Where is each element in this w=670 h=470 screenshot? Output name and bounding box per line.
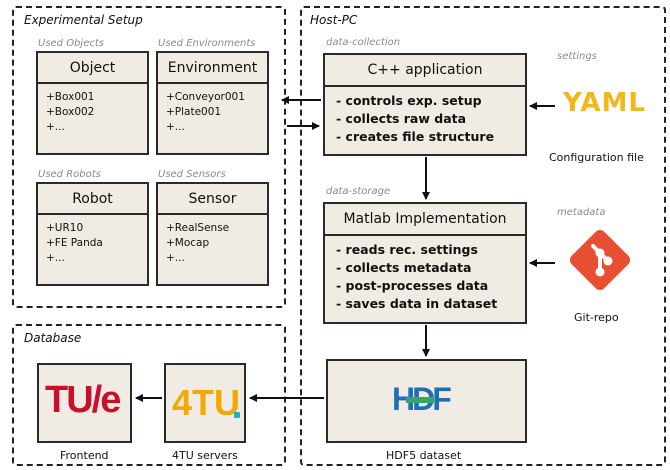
configuration-file-caption: Configuration file	[549, 151, 644, 164]
experimental-setup-group: Experimental Setup	[12, 6, 286, 308]
servers-caption: 4TU servers	[172, 449, 238, 462]
git-logo-icon	[569, 229, 631, 291]
frontend-box: TU/e	[37, 363, 132, 443]
hdf-accent	[406, 397, 434, 403]
metadata-label: metadata	[557, 207, 606, 218]
group-title: Host-PC	[310, 13, 358, 27]
used-objects-label: Used Objects	[38, 38, 104, 49]
robot-title: Robot	[38, 184, 147, 215]
task-item: - controls exp. setup	[336, 93, 482, 108]
task-item: - post-processes data	[336, 278, 489, 293]
environment-class-box: Environment +Conveyor001 +Plate001 +...	[156, 51, 269, 155]
git-repo-caption: Git-repo	[574, 311, 619, 324]
database-group: Database	[12, 324, 286, 466]
yaml-logo-icon: YAML	[563, 88, 646, 118]
environment-item: +Conveyor001	[166, 91, 245, 103]
object-class-box: Object +Box001 +Box002 +...	[36, 51, 149, 155]
matlab-implementation-box: Matlab Implementation - reads rec. setti…	[323, 202, 527, 324]
group-title: Experimental Setup	[24, 13, 143, 27]
group-title: Database	[24, 331, 82, 345]
frontend-caption: Frontend	[60, 449, 109, 462]
task-item: - creates file structure	[336, 129, 495, 144]
hdf-logo-icon: HDF	[390, 381, 470, 421]
cpp-application-box: C++ application - controls exp. setup - …	[323, 53, 527, 156]
fourtu-dot	[234, 412, 240, 418]
sensor-title: Sensor	[158, 184, 267, 215]
servers-box: 4TU	[164, 363, 246, 443]
environment-title: Environment	[158, 53, 267, 84]
object-title: Object	[38, 53, 147, 84]
environment-item: +...	[166, 121, 185, 133]
cpp-application-title: C++ application	[325, 55, 525, 87]
settings-label: settings	[557, 51, 597, 62]
sensor-item: +Mocap	[166, 237, 210, 249]
object-item: +Box002	[46, 106, 95, 118]
sensor-item: +RealSense	[166, 222, 230, 234]
sensor-item: +...	[166, 252, 185, 264]
task-item: - saves data in dataset	[336, 296, 498, 311]
task-item: - collects raw data	[336, 111, 467, 126]
object-item: +...	[46, 121, 65, 133]
used-robots-label: Used Robots	[38, 169, 101, 180]
data-storage-label: data-storage	[326, 186, 391, 197]
hdf5-dataset-caption: HDF5 dataset	[386, 449, 462, 462]
fourtu-logo-icon: 4TU	[172, 382, 241, 423]
robot-item: +...	[46, 252, 65, 264]
robot-item: +FE Panda	[46, 237, 103, 249]
used-sensors-label: Used Sensors	[158, 169, 226, 180]
tue-logo-icon: TU/e	[45, 379, 121, 421]
robot-item: +UR10	[46, 222, 84, 234]
data-collection-label: data-collection	[326, 37, 401, 48]
task-item: - reads rec. settings	[336, 242, 478, 257]
matlab-implementation-title: Matlab Implementation	[325, 204, 525, 236]
environment-item: +Plate001	[166, 106, 222, 118]
sensor-class-box: Sensor +RealSense +Mocap +...	[156, 182, 269, 286]
host-pc-group: Host-PC	[300, 6, 666, 466]
task-item: - collects metadata	[336, 260, 472, 275]
used-environments-label: Used Environments	[158, 38, 256, 49]
object-item: +Box001	[46, 91, 95, 103]
hdf5-dataset-box: HDF	[326, 359, 527, 443]
robot-class-box: Robot +UR10 +FE Panda +...	[36, 182, 149, 286]
